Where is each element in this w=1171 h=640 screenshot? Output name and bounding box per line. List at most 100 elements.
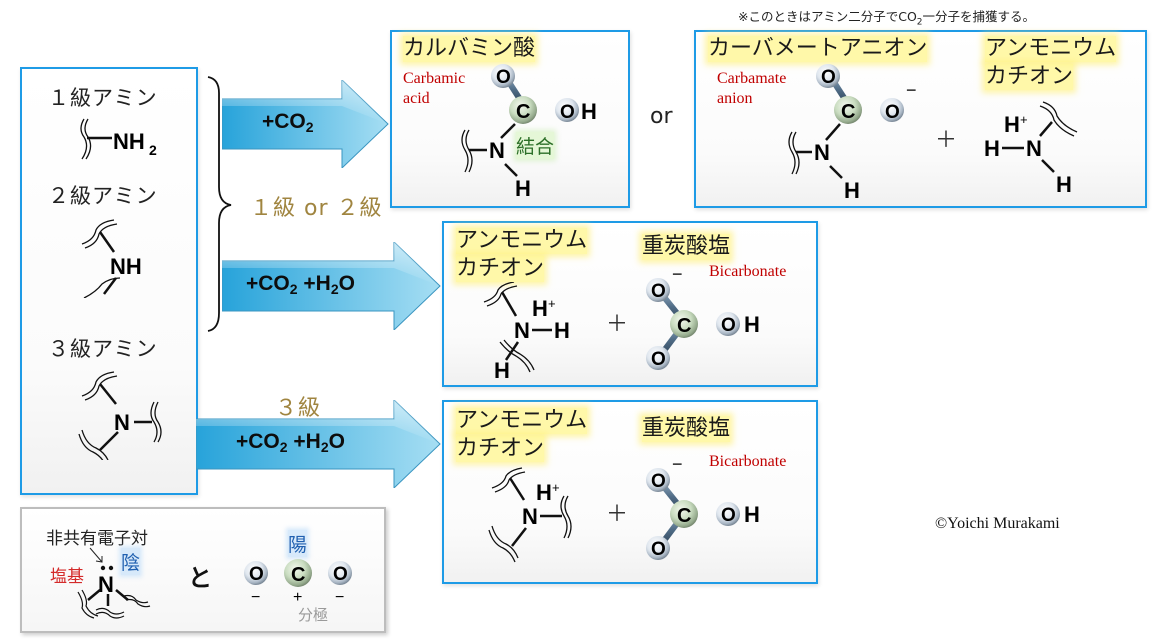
carbamic-acid-structure: O C O H N H xyxy=(461,64,597,201)
negative-charge: − xyxy=(251,589,260,606)
arrow-subscript: 2 xyxy=(279,439,288,455)
atom-label: N xyxy=(489,138,505,163)
carbamate-anion-structure: O C O − N H xyxy=(788,64,917,202)
atom-label: O xyxy=(721,315,736,336)
arrow-co2-h2o-label-1: +CO2 +H2O xyxy=(246,272,355,297)
carbamic-acid-english-1: Carbamic xyxy=(403,70,466,87)
ammonium-cation-structure: H + H N H xyxy=(984,101,1078,197)
primary-or-secondary-label: １級 or ２級 xyxy=(250,196,383,221)
negative-charge: − xyxy=(906,80,917,100)
arrow-text: +CO xyxy=(262,110,306,133)
arrow-subscript: 2 xyxy=(330,281,339,297)
or-label: or xyxy=(650,104,673,129)
negative-charge: − xyxy=(672,454,683,474)
tertiary-amine-formula: N xyxy=(114,410,130,435)
tertiary-reaction-label: ３級 xyxy=(275,396,322,421)
atom-label: N xyxy=(814,140,830,165)
atom-label: O xyxy=(821,67,836,88)
arrow-co2-label: +CO2 xyxy=(262,110,314,135)
bottom-ammonium-structure: H + N xyxy=(488,467,572,563)
arrow-text: +H xyxy=(297,272,331,295)
arrow-text: +CO xyxy=(246,272,290,295)
secondary-amine-label: ２級アミン xyxy=(48,184,158,208)
atom-label: O xyxy=(651,349,666,370)
atom-label: H xyxy=(984,136,1000,161)
oxygen-atom xyxy=(328,561,352,585)
atom-label: H xyxy=(1004,112,1020,137)
positive-charge: + xyxy=(548,296,556,311)
oxygen-atom xyxy=(244,561,268,585)
mid-bicarbonate-structure: − O C O H O xyxy=(646,264,760,370)
oxygen-atom xyxy=(646,468,670,492)
atom-label: O xyxy=(651,471,666,492)
bottom-cation-title-1: アンモニウム xyxy=(456,408,588,434)
note-subscript: 2 xyxy=(916,17,923,28)
atom-label: C xyxy=(841,101,855,123)
atom-label: N xyxy=(522,504,538,529)
carbamate-english-1: Carbamate xyxy=(717,70,787,87)
lone-pair-label: 非共有電子対 xyxy=(46,529,148,549)
atom-label: O xyxy=(496,67,511,88)
atom-label: H xyxy=(1056,172,1072,197)
atom-label: H xyxy=(744,502,760,527)
arrow-subscript: 2 xyxy=(289,281,298,297)
copyright: ©Yoichi Murakami xyxy=(935,515,1060,532)
carbon-atom xyxy=(284,559,312,587)
plus-sign: ＋ xyxy=(606,502,629,527)
arrow-co2 xyxy=(222,80,389,168)
atom-label: H xyxy=(581,99,597,124)
atom-label: O xyxy=(560,102,575,123)
atom-label: H xyxy=(536,480,552,505)
secondary-amine-formula: NH xyxy=(110,254,142,279)
negative-charge: − xyxy=(672,264,683,284)
oxygen-atom xyxy=(716,312,740,336)
primary-amine-subscript: 2 xyxy=(149,142,157,158)
oxygen-atom xyxy=(646,536,670,560)
atom-label: N xyxy=(514,318,530,343)
tertiary-amine-label: ３級アミン xyxy=(48,337,158,361)
carbamate-anion-title: カーバメートアニオン xyxy=(708,36,928,62)
secondary-amine-structure: NH xyxy=(81,219,142,298)
arrow-co2-h2o-tertiary xyxy=(196,400,441,488)
and-label: と xyxy=(188,564,212,592)
amine-lone-pair-structure: N xyxy=(77,565,151,619)
ammonium-title-2: カチオン xyxy=(985,64,1074,90)
atom-label: N xyxy=(98,572,114,597)
plus-sign: ＋ xyxy=(935,128,958,153)
arrow-text: O xyxy=(328,430,345,453)
atom-label: C xyxy=(291,564,305,586)
atom-label: H xyxy=(532,296,548,321)
plus-sign: ＋ xyxy=(606,312,629,337)
mid-bicarbonate-english: Bicarbonate xyxy=(709,263,787,280)
atom-label: C xyxy=(677,505,691,527)
carbamic-acid-english-2: acid xyxy=(403,90,430,107)
oxygen-atom xyxy=(646,278,670,302)
carbon-atom xyxy=(834,96,862,124)
atom-label: H xyxy=(554,318,570,343)
arrow-subscript: 2 xyxy=(320,439,329,455)
positive-charge: + xyxy=(293,589,302,606)
atom-label: H xyxy=(844,178,860,202)
oxygen-atom xyxy=(491,64,515,88)
atom-label: O xyxy=(721,505,736,526)
co2-polarization-structure: O C O − + − xyxy=(244,559,352,606)
lone-pair-arrow xyxy=(89,547,103,563)
mid-bicarbonate-title: 重炭酸塩 xyxy=(642,234,731,260)
note-text: ※このときはアミン二分子でCO xyxy=(738,9,917,24)
atom-label: C xyxy=(516,101,530,123)
carbon-atom xyxy=(670,310,698,338)
atom-label: H xyxy=(494,358,510,382)
arrow-subscript: 2 xyxy=(305,119,314,135)
bond-label: 結合 xyxy=(516,132,555,159)
oxygen-atom xyxy=(716,502,740,526)
positive-charge: + xyxy=(1020,112,1028,127)
atom-label: O xyxy=(651,281,666,302)
capture-note: ※このときはアミン二分子でCO2一分子を捕獲する。 xyxy=(738,6,1035,28)
atom-label: O xyxy=(249,564,264,585)
oxygen-atom xyxy=(555,98,579,122)
brace-primary-secondary xyxy=(207,76,232,332)
mid-cation-title-2: カチオン xyxy=(456,256,545,282)
atom-label: O xyxy=(651,539,666,560)
bottom-bicarbonate-title: 重炭酸塩 xyxy=(642,416,731,442)
mid-ammonium-structure: H + N H H xyxy=(483,282,570,382)
